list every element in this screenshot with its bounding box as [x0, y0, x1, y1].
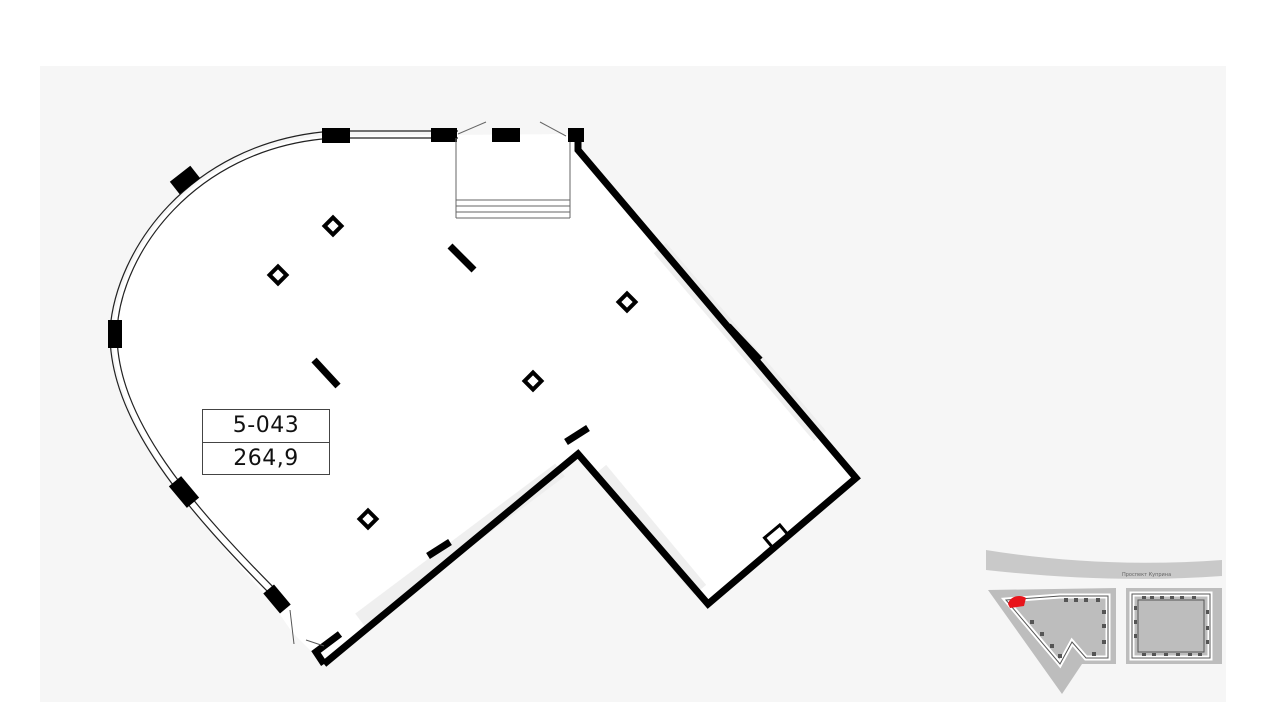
unit-floor-plan[interactable]	[108, 121, 861, 667]
utility-box	[762, 522, 790, 550]
interior-columns	[266, 214, 639, 531]
column	[521, 369, 545, 393]
column	[356, 507, 380, 531]
door-swings	[289, 609, 325, 647]
entrance-vestibule	[455, 121, 571, 219]
column	[266, 263, 290, 287]
interior-wall-stubs	[311, 243, 763, 559]
column	[321, 214, 345, 238]
unit-label-box: 5-043 264,9	[202, 409, 330, 475]
site-unit-highlight	[1008, 596, 1026, 608]
exterior-wall-bottom-corner	[311, 631, 343, 666]
window-pillars	[108, 128, 584, 614]
exterior-wall-right	[321, 134, 861, 667]
unit-area: 264,9	[233, 446, 299, 471]
street-band	[986, 550, 1222, 579]
column	[615, 290, 639, 314]
street-name-label: Проспект Куприна	[1122, 572, 1171, 578]
site-plan: Проспект Куприна	[986, 550, 1222, 694]
unit-number: 5-043	[203, 410, 329, 443]
